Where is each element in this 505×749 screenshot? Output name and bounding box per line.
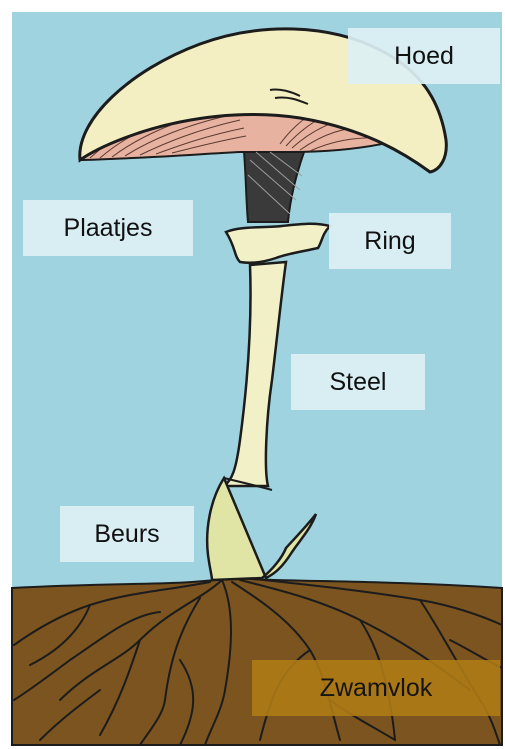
mycelium-label: Zwamvlok bbox=[252, 660, 500, 716]
ring-label: Ring bbox=[329, 213, 451, 269]
stem-label: Steel bbox=[291, 354, 425, 410]
gills-label: Plaatjes bbox=[23, 200, 193, 256]
cap-label: Hoed bbox=[348, 28, 500, 84]
volva-label: Beurs bbox=[60, 506, 194, 562]
